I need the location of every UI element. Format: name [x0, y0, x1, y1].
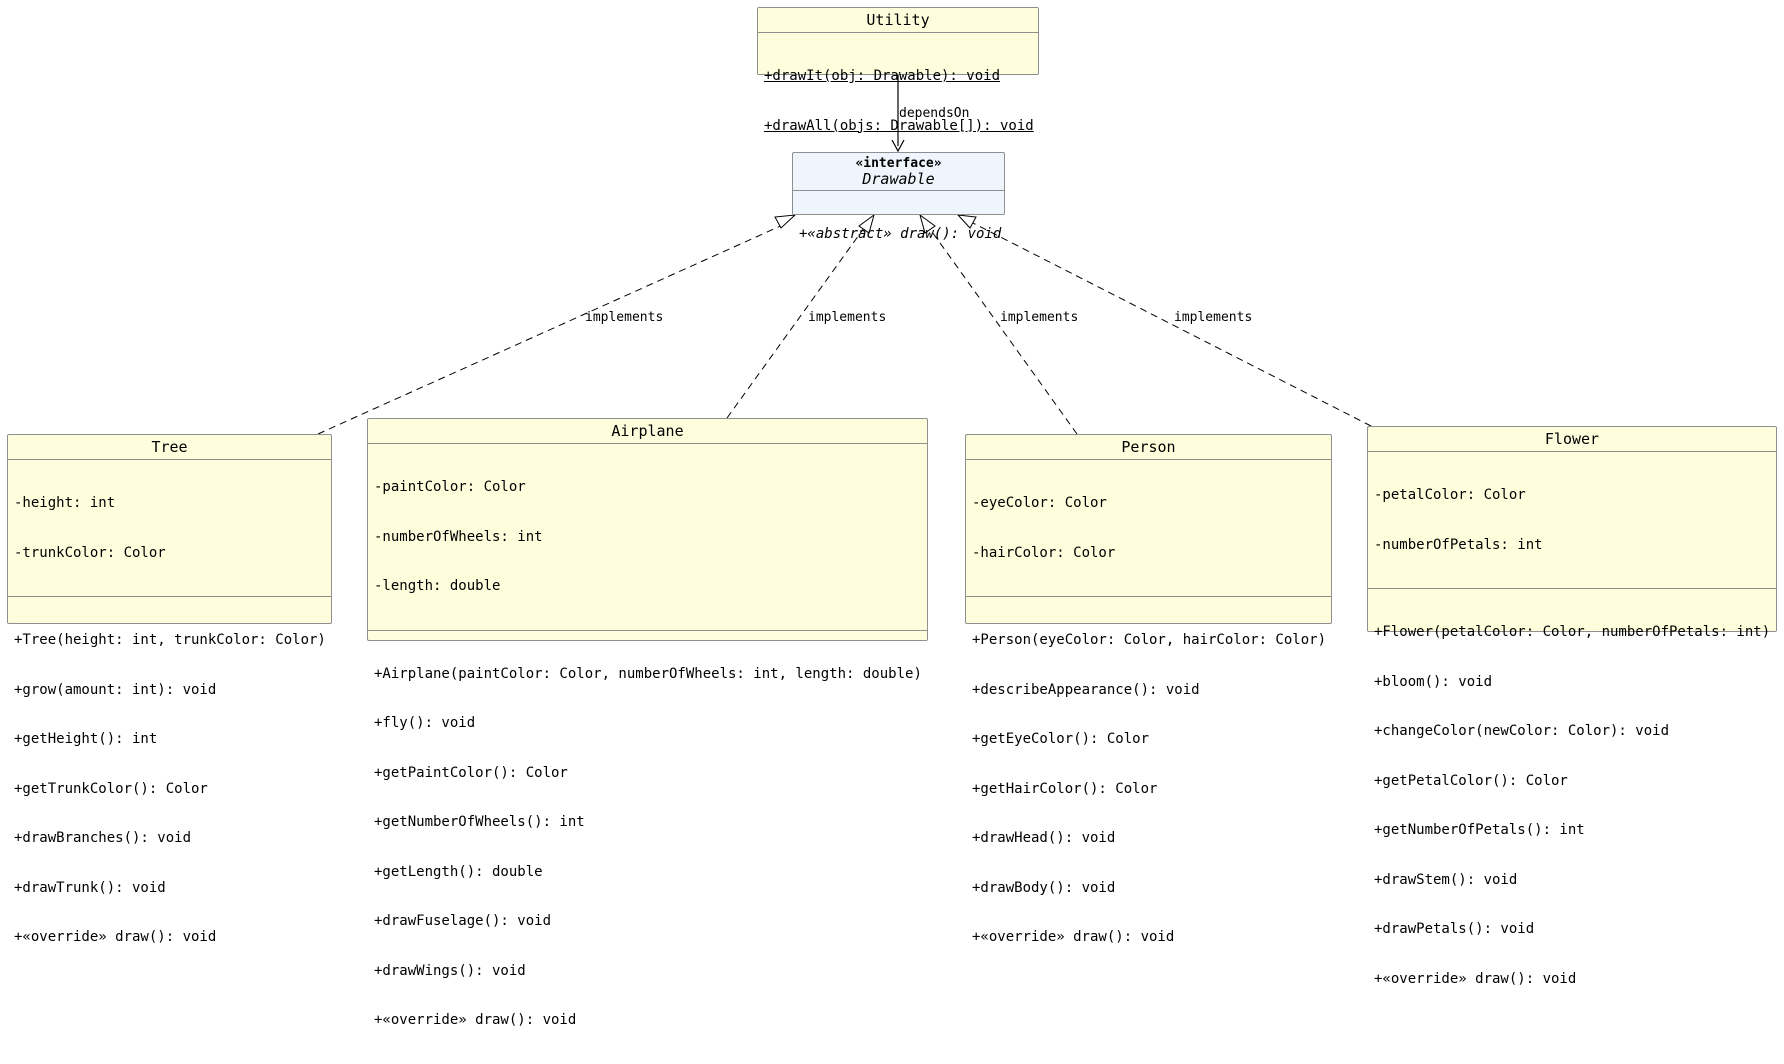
tree-implements-edge — [317, 223, 786, 435]
person-method: +getHairColor(): Color — [972, 780, 1158, 797]
tree-method: +drawBranches(): void — [14, 830, 192, 846]
airplane-fields: -paintColor: Color -numberOfWheels: int … — [368, 444, 927, 630]
airplane-methods: +Airplane(paintColor: Color, numberOfWhe… — [368, 629, 927, 1064]
utility-class-name: Utility — [758, 8, 1038, 33]
drawable-methods: +«abstract» draw(): void — [793, 191, 1004, 278]
airplane-class[interactable]: Airplane -paintColor: Color -numberOfWhe… — [367, 418, 928, 1028]
tree-methods: +Tree(height: int, trunkColor: Color) +g… — [8, 596, 331, 981]
drawable-method: +«abstract» draw(): void — [799, 226, 1002, 242]
airplane-method: +«override» draw(): void — [374, 1012, 577, 1028]
airplane-method: +Airplane(paintColor: Color, numberOfWhe… — [374, 665, 922, 682]
drawable-header: «interface» Drawable — [793, 153, 1004, 191]
airplane-implements-edge — [726, 227, 865, 419]
flower-method: +«override» draw(): void — [1374, 970, 1577, 987]
tree-method: +grow(amount: int): void — [14, 681, 217, 698]
person-method: +drawHead(): void — [972, 830, 1116, 846]
airplane-implements-label: implements — [808, 310, 887, 325]
interface-stereotype: «interface» — [855, 156, 942, 171]
person-class[interactable]: Person -eyeColor: Color -hairColor: Colo… — [965, 434, 1332, 945]
flower-method: +getPetalColor(): Color — [1374, 772, 1568, 789]
person-method: +drawBody(): void — [972, 879, 1116, 896]
person-method: +getEyeColor(): Color — [972, 731, 1150, 747]
airplane-implements-arrowhead — [858, 213, 875, 234]
person-class-name: Person — [966, 435, 1331, 460]
flower-implements-edge — [970, 221, 1372, 427]
tree-method: +Tree(height: int, trunkColor: Color) — [14, 632, 326, 648]
airplane-method: +drawFuselage(): void — [374, 913, 552, 929]
person-methods: +Person(eyeColor: Color, hairColor: Colo… — [966, 596, 1331, 981]
flower-method: +drawStem(): void — [1374, 871, 1518, 888]
tree-class-name: Tree — [8, 435, 331, 460]
tree-method: +drawTrunk(): void — [14, 879, 166, 896]
tree-fields: -height: int -trunkColor: Color — [8, 460, 331, 596]
flower-methods: +Flower(petalColor: Color, numberOfPetal… — [1368, 588, 1776, 1022]
flower-class[interactable]: Flower -petalColor: Color -numberOfPetal… — [1367, 426, 1777, 987]
tree-class[interactable]: Tree -height: int -trunkColor: Color +Tr… — [7, 434, 332, 945]
tree-implements-label: implements — [585, 310, 664, 325]
person-method: +describeAppearance(): void — [972, 681, 1200, 698]
tree-field: -trunkColor: Color — [14, 544, 166, 561]
tree-method: +«override» draw(): void — [14, 929, 217, 945]
airplane-field: -length: double — [374, 578, 501, 594]
flower-fields: -petalColor: Color -numberOfPetals: int — [1368, 452, 1776, 588]
person-fields: -eyeColor: Color -hairColor: Color — [966, 460, 1331, 596]
drawable-interface[interactable]: «interface» Drawable +«abstract» draw():… — [792, 152, 1005, 242]
airplane-field: -numberOfWheels: int — [374, 528, 543, 545]
depends-on-arrowhead — [891, 139, 905, 153]
person-field: -hairColor: Color — [972, 544, 1116, 561]
tree-field: -height: int — [14, 495, 116, 511]
airplane-class-name: Airplane — [368, 419, 927, 444]
utility-methods: +drawIt(obj: Drawable): void +drawAll(ob… — [758, 33, 1038, 169]
utility-class[interactable]: Utility +drawIt(obj: Drawable): void +dr… — [757, 7, 1039, 134]
person-implements-edge — [929, 228, 1078, 435]
drawable-interface-name: Drawable — [862, 170, 935, 188]
airplane-method: +getNumberOfWheels(): int — [374, 814, 585, 830]
utility-method: +drawIt(obj: Drawable): void — [764, 68, 1001, 84]
flower-method: +drawPetals(): void — [1374, 921, 1535, 937]
airplane-method: +drawWings(): void — [374, 962, 526, 979]
person-implements-arrowhead — [919, 213, 936, 234]
flower-field: -petalColor: Color — [1374, 487, 1526, 503]
depends-on-label: dependsOn — [899, 106, 970, 121]
tree-method: +getTrunkColor(): Color — [14, 780, 208, 797]
flower-method: +changeColor(newColor: Color): void — [1374, 723, 1670, 739]
flower-method: +bloom(): void — [1374, 673, 1493, 690]
flower-field: -numberOfPetals: int — [1374, 536, 1543, 553]
person-implements-label: implements — [1000, 310, 1079, 325]
flower-class-name: Flower — [1368, 427, 1776, 452]
airplane-method: +getLength(): double — [374, 863, 543, 880]
person-field: -eyeColor: Color — [972, 495, 1107, 511]
relationship-edges — [317, 75, 1372, 435]
flower-method: +getNumberOfPetals(): int — [1374, 822, 1585, 838]
utility-method: +drawAll(objs: Drawable[]): void — [764, 117, 1034, 134]
airplane-method: +getPaintColor(): Color — [374, 764, 568, 781]
person-method: +«override» draw(): void — [972, 929, 1175, 945]
airplane-method: +fly(): void — [374, 715, 476, 731]
flower-implements-arrowhead — [956, 214, 977, 229]
person-method: +Person(eyeColor: Color, hairColor: Colo… — [972, 632, 1327, 648]
tree-method: +getHeight(): int — [14, 731, 158, 747]
tree-implements-arrowhead — [774, 214, 797, 229]
flower-implements-label: implements — [1174, 310, 1253, 325]
flower-method: +Flower(petalColor: Color, numberOfPetal… — [1374, 624, 1771, 640]
airplane-field: -paintColor: Color — [374, 479, 526, 495]
